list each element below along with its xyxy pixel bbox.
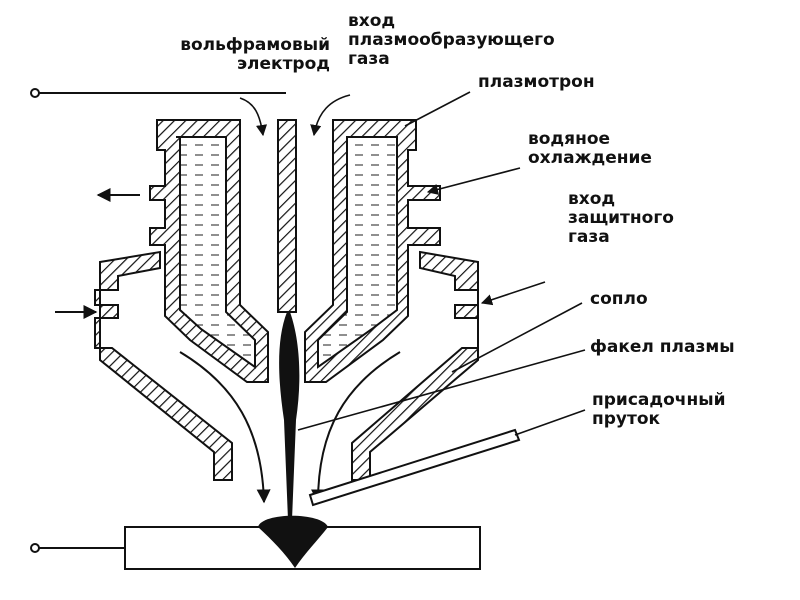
filler-rod (308, 428, 521, 507)
tungsten-electrode (277, 119, 297, 313)
label-water-cooling: водяное охлаждение (528, 129, 652, 168)
plasmatron-left-body (149, 119, 269, 383)
plasmatron-right-body (304, 119, 441, 383)
label-plasma-gas-inlet: вход плазмообразующего газа (348, 11, 555, 69)
label-plasma-torch: факел плазмы (590, 337, 735, 357)
nozzle-left (94, 250, 233, 481)
workpiece-lead (30, 543, 125, 553)
label-nozzle: сопло (590, 289, 648, 309)
weld-pool (258, 515, 328, 568)
label-shield-gas-inlet: вход защитного газа (568, 189, 674, 247)
nozzle-right (351, 250, 479, 481)
label-filler-rod: присадочный пруток (592, 390, 726, 429)
label-plasmatron: плазмотрон (478, 72, 595, 92)
leader-lines (239, 91, 586, 436)
label-tungsten-electrode: вольфрамовый электрод (180, 35, 330, 74)
gas-flow-lines (179, 351, 401, 504)
plasma-arc (279, 312, 300, 520)
flow-arrows (55, 188, 140, 319)
electrode-lead (30, 88, 286, 98)
